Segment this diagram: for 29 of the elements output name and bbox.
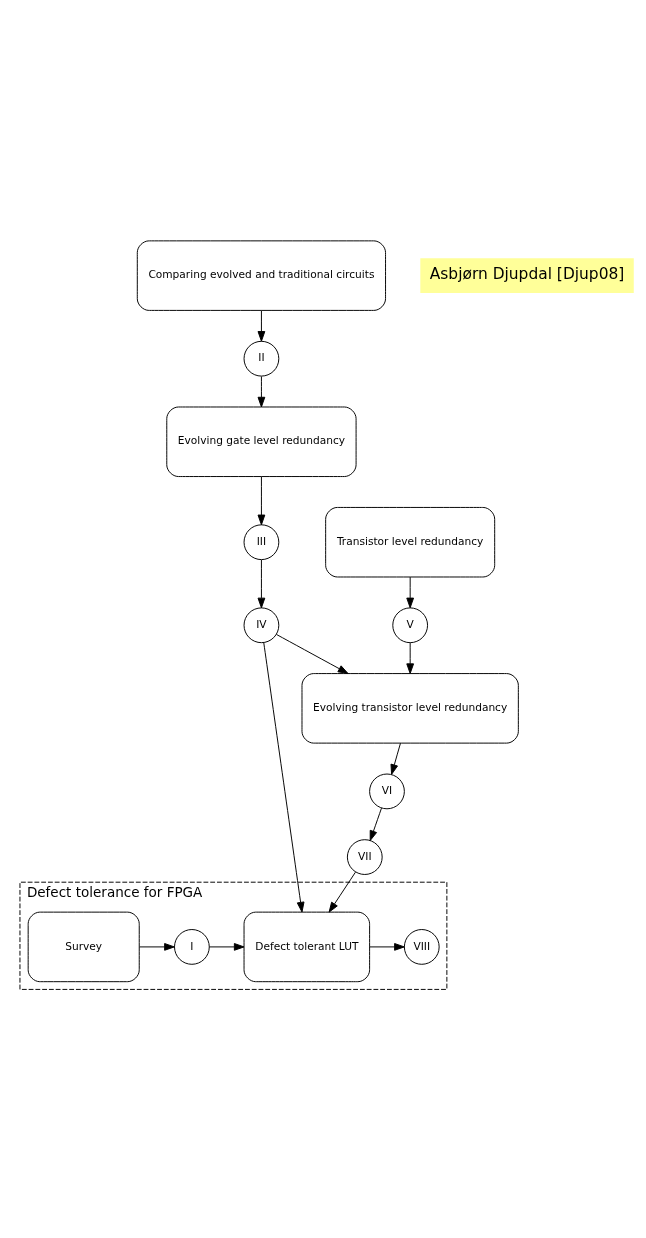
node-circle: VII (346, 839, 383, 875)
label: Asbjørn Djupdal [Djup08] (429, 265, 625, 284)
node-circle: III (243, 524, 280, 561)
arrow (406, 576, 415, 609)
node-box: Survey (27, 911, 140, 983)
arrow (257, 310, 266, 342)
node-box: Evolving transistor level redundancy (301, 673, 519, 744)
node-circle: II (243, 340, 280, 377)
node-box: Evolving gate level redundancy (166, 406, 357, 477)
arrow (276, 634, 349, 674)
arrow (328, 871, 356, 913)
node-circle: VIII (403, 929, 440, 965)
node-circle: V (392, 607, 429, 644)
node-box: Defect tolerant LUT (243, 911, 371, 983)
arrow (257, 559, 266, 609)
node-box: Comparing evolved and traditional circuits (136, 240, 387, 311)
node-box: Transistor level redundancy (325, 506, 496, 578)
arrow (139, 943, 175, 951)
arrow (257, 476, 266, 526)
arrow (257, 376, 266, 408)
arrow (406, 642, 415, 674)
arrow (208, 943, 245, 951)
arrow (369, 943, 405, 951)
arrow (369, 807, 382, 842)
arrow (390, 742, 401, 775)
node-circle: IV (243, 607, 280, 644)
node-circle: I (174, 929, 210, 965)
arrow (263, 642, 305, 913)
node-circle: VI (369, 773, 405, 810)
